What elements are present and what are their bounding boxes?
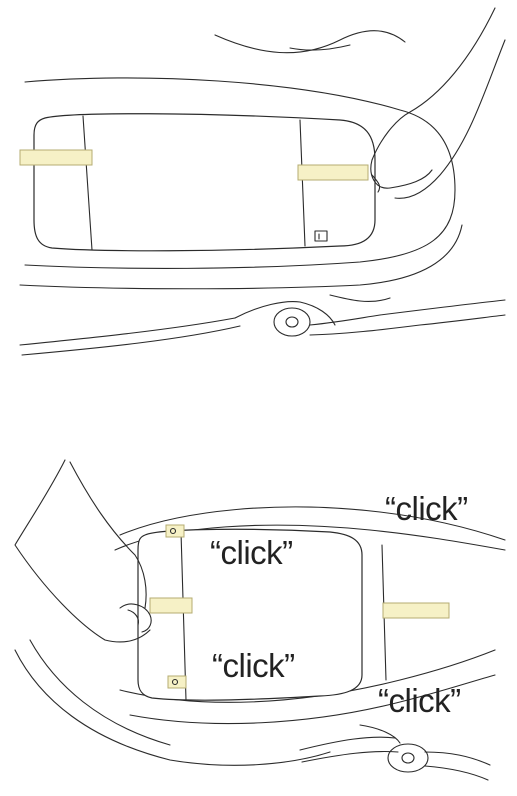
click-label-upper-snap: “click”	[210, 536, 293, 569]
harness-strap-right	[310, 300, 505, 325]
thumb-line	[128, 610, 138, 625]
harness-strap-right	[425, 752, 490, 765]
arm-upper-outline	[70, 462, 146, 608]
buckle-body	[388, 744, 428, 772]
seat-hood-line	[215, 31, 405, 53]
strap-left	[20, 150, 92, 165]
buckle-button	[402, 753, 414, 763]
snap-button-top	[166, 525, 184, 537]
harness-strap-right-lower	[425, 766, 488, 780]
harness-strap-upper	[20, 318, 235, 345]
harness-strap-right-lower	[310, 315, 505, 335]
strap-right	[383, 603, 449, 618]
seat-pad-top-drawing	[0, 0, 517, 380]
buckle-button	[286, 317, 298, 327]
click-label-lower-snap: “click”	[212, 649, 295, 682]
hand-outline	[371, 8, 495, 188]
step-click-pad-illustration: “click” “click” “click” “click”	[0, 440, 517, 796]
crotch-pad-line	[330, 295, 390, 301]
strap-left	[150, 598, 192, 613]
click-label-bottom-right: “click”	[378, 684, 461, 717]
arm-outline	[395, 40, 505, 198]
harness-strap-upper	[300, 737, 395, 750]
buckle-body	[274, 308, 310, 336]
click-label-top-right: “click”	[385, 492, 468, 525]
insert-pad	[34, 114, 375, 251]
buckle-tongue-top	[235, 302, 335, 325]
strap-right	[298, 165, 368, 180]
crotch-pad-line	[360, 725, 400, 743]
harness-strap-lower	[22, 326, 240, 355]
hand-outline	[15, 460, 150, 642]
harness-strap-lower	[302, 751, 398, 762]
step-attach-pad-illustration	[0, 0, 517, 380]
snap-button-bottom	[168, 676, 186, 688]
